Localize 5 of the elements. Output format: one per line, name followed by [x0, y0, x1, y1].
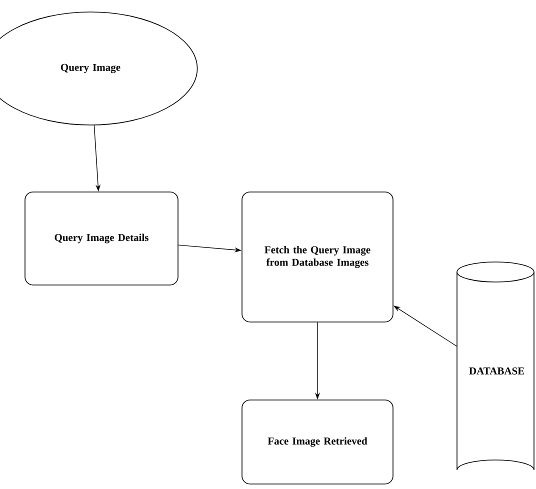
- process-box: Fetch the Query Image from Database Images: [242, 192, 394, 322]
- database-cylinder: DATABASE: [456, 262, 534, 470]
- process-box: Face Image Retrieved: [242, 400, 394, 484]
- node-label: DATABASE: [469, 367, 524, 375]
- process-box: Query Image Details: [24, 192, 178, 286]
